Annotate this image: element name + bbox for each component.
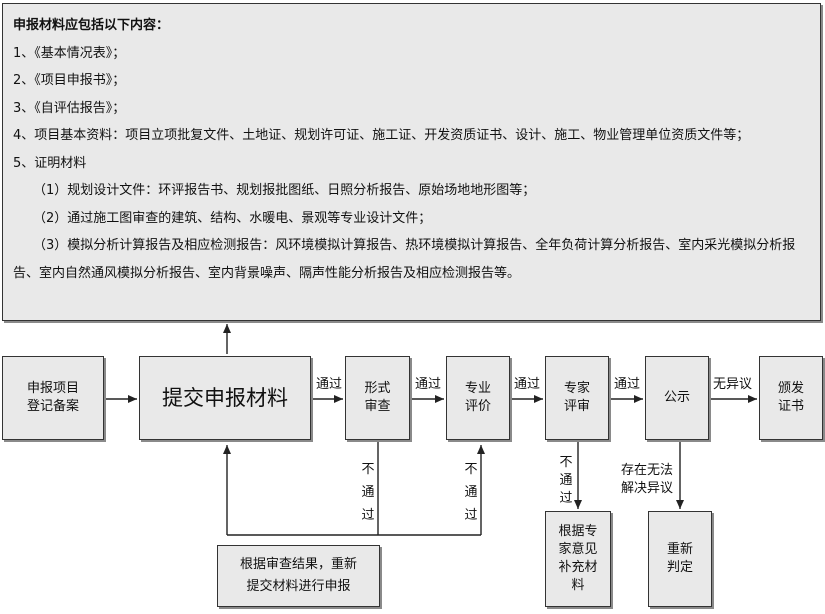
requirement-item-1: 1、《基本情况表》； [13, 45, 126, 61]
requirement-subitem-1: （1）规划设计文件：环评报告书、规划报批图纸、日照分析报告、原始场地地形图等； [33, 183, 536, 198]
node-resubmit: 根据审查结果，重新 提交材料进行申报 [217, 545, 380, 607]
requirements-panel: 申报材料应包括以下内容： 1、《基本情况表》； 2、《项目申报书》； 3、《自评… [2, 3, 821, 321]
requirement-item-3: 3、《自评估报告》； [13, 100, 126, 116]
label-fail-expert: 不 通 过 [559, 455, 573, 506]
label-no-objection: 无异议 [713, 377, 753, 392]
label-pass-4: 通过 [614, 377, 641, 392]
node-certificate: 颁发 证书 [759, 356, 823, 440]
requirement-subitem-2: （2）通过施工图审查的建筑、结构、水暖电、景观等专业设计文件； [33, 210, 432, 226]
requirement-subitem-3: （3）模拟分析计算报告及相应检测报告：风环境模拟计算报告、热环境模拟计算报告、全… [13, 238, 796, 281]
label-fail-formal: 不 通 过 [361, 462, 375, 523]
label-pass-3: 通过 [514, 377, 541, 392]
requirement-item-4: 4、项目基本资料：项目立项批复文件、土地证、规划许可证、施工证、开发资质证书、设… [13, 128, 750, 143]
node-formal-review: 形式 审查 [345, 356, 410, 440]
node-register: 申报项目 登记备案 [2, 356, 104, 440]
label-pass-1: 通过 [316, 377, 343, 392]
node-publicity: 公示 [645, 356, 709, 440]
node-rejudge: 重新 判定 [648, 511, 712, 607]
label-pass-2: 通过 [415, 377, 442, 392]
requirement-item-2: 2、《项目申报书》； [13, 73, 126, 88]
requirements-title: 申报材料应包括以下内容： [13, 18, 170, 33]
requirement-item-5: 5、证明材料 [13, 155, 87, 171]
label-objection: 存在无法 解决异议 [621, 463, 674, 496]
node-supplement: 根据专 家意见 补充材 料 [545, 511, 611, 607]
node-submit: 提交申报材料 [139, 356, 311, 440]
node-professional-evaluation: 专业 评价 [446, 356, 510, 440]
node-expert-review: 专家 评审 [545, 356, 609, 440]
label-fail-professional: 不 通 过 [464, 462, 478, 523]
